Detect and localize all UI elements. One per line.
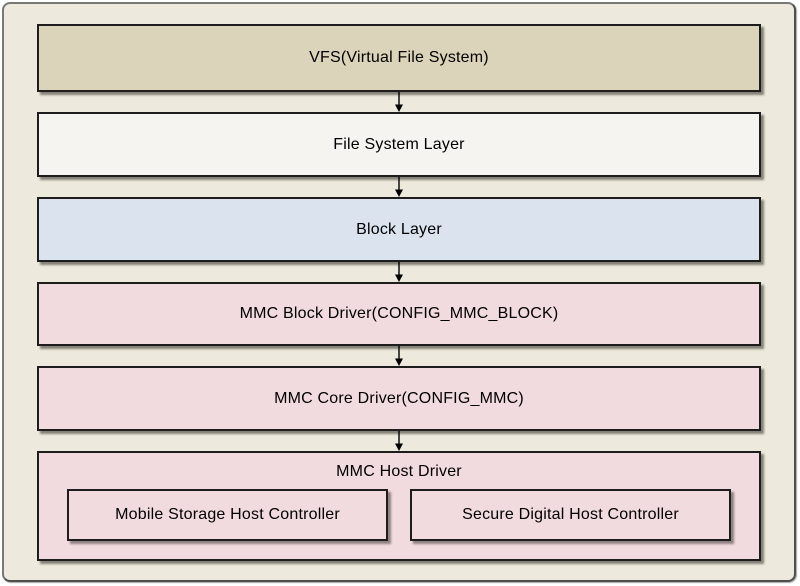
layer-mmc-core-driver: MMC Core Driver(CONFIG_MMC) [37,366,761,431]
arrow-down-icon [37,262,761,282]
layer-mmc-host-driver-label: MMC Host Driver [336,463,462,480]
arrow-down-icon [37,431,761,451]
layer-vfs: VFS(Virtual File System) [37,24,761,92]
layer-file-system-label: File System Layer [333,135,465,153]
box-mobile-storage-host-controller: Mobile Storage Host Controller [67,489,388,541]
layer-block-label: Block Layer [356,220,442,238]
layer-mmc-core-driver-label: MMC Core Driver(CONFIG_MMC) [274,389,524,407]
box-mobile-storage-host-controller-label: Mobile Storage Host Controller [115,506,340,523]
box-secure-digital-host-controller: Secure Digital Host Controller [410,489,731,541]
arrow-down-icon [37,177,761,197]
box-secure-digital-host-controller-label: Secure Digital Host Controller [462,506,679,523]
layer-block: Block Layer [37,197,761,262]
layer-mmc-host-driver: MMC Host Driver Mobile Storage Host Cont… [37,451,761,561]
arrow-down-icon [37,92,761,112]
layer-mmc-block-driver: MMC Block Driver(CONFIG_MMC_BLOCK) [37,282,761,346]
layer-vfs-label: VFS(Virtual File System) [309,49,489,66]
layer-file-system: File System Layer [37,112,761,177]
host-controller-row: Mobile Storage Host Controller Secure Di… [39,481,759,541]
arrow-down-icon [37,346,761,366]
layer-stack: VFS(Virtual File System) File System Lay… [37,24,761,561]
layer-mmc-block-driver-label: MMC Block Driver(CONFIG_MMC_BLOCK) [239,305,559,322]
